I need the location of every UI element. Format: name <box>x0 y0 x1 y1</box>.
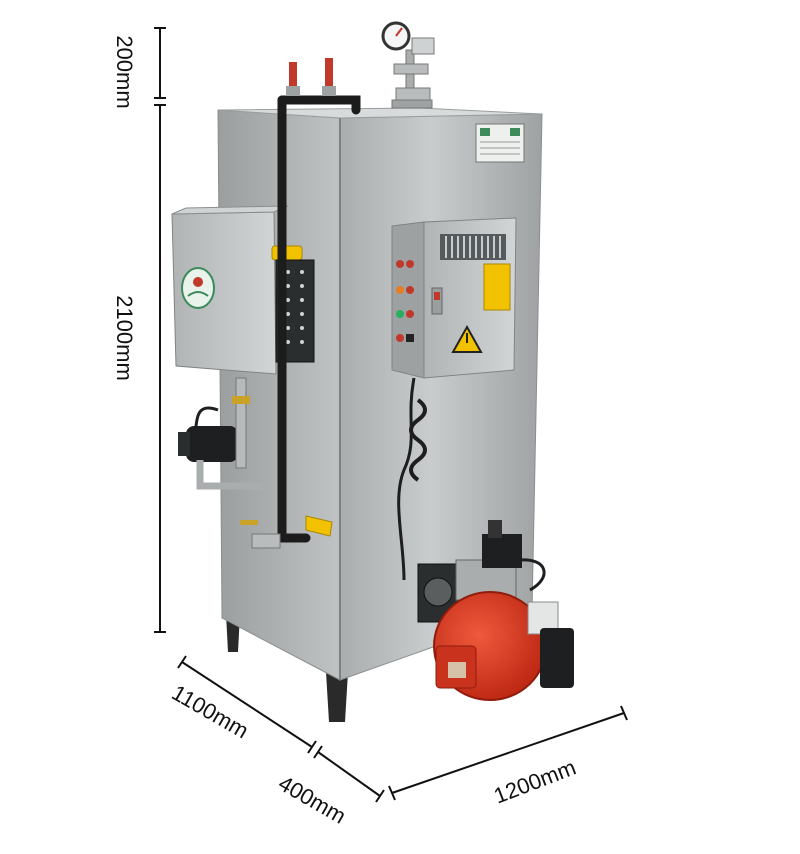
gas-burner <box>417 520 574 701</box>
solenoid-valve <box>482 534 522 568</box>
brand-logo <box>181 267 215 309</box>
drain-valve <box>240 515 333 549</box>
warning-label <box>483 263 511 311</box>
pressure-switch <box>411 37 435 55</box>
ventilation-grille <box>440 234 506 260</box>
indicator-light-orange <box>396 286 404 294</box>
dimension-lines <box>154 27 628 803</box>
door-handle <box>431 287 443 315</box>
yellow-caution-tag <box>305 515 333 537</box>
indicator-light-green <box>396 310 404 318</box>
control-cabinet <box>391 217 517 379</box>
dimension-label-top-height: 200mm <box>112 35 137 109</box>
depth-front-line <box>181 661 313 748</box>
side-electrical-box <box>171 205 289 375</box>
safety-valves <box>286 58 336 96</box>
power-cable <box>397 377 416 581</box>
depth-rear-line <box>317 751 381 797</box>
nameplate <box>475 123 525 163</box>
dimension-label-body-height: 2100mm <box>112 295 137 381</box>
pressure-gauge <box>381 21 435 109</box>
indicator-light-red <box>396 260 404 268</box>
steam-pipe <box>277 95 361 543</box>
water-pump <box>178 377 262 490</box>
width-line <box>391 712 625 794</box>
burner-motor <box>540 628 574 688</box>
